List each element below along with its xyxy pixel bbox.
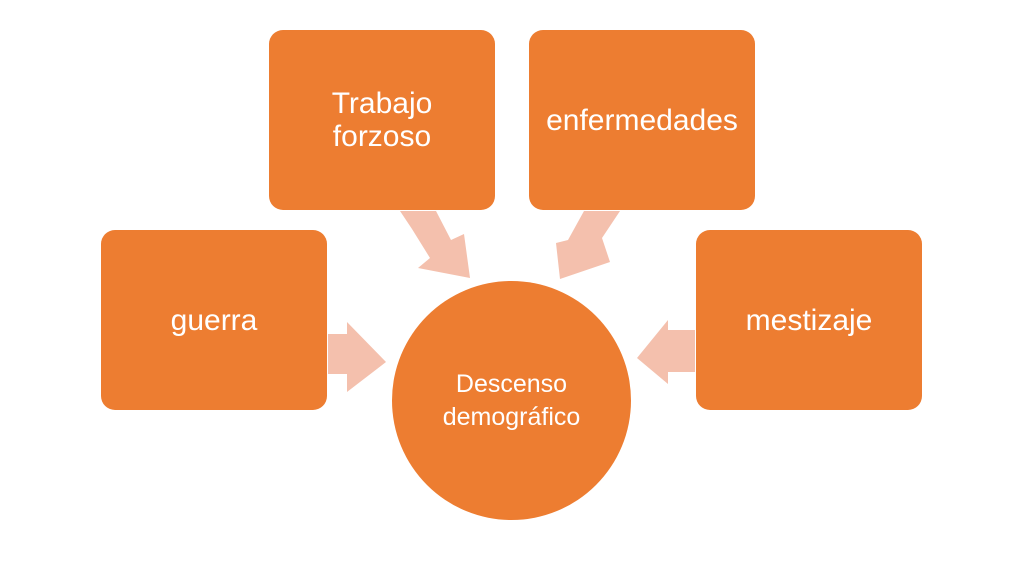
arrow-mestizaje <box>637 320 695 384</box>
center-node-descenso-demografico: Descenso demográfico <box>392 281 631 520</box>
node-mestizaje: mestizaje <box>696 230 922 410</box>
arrow-guerra <box>328 322 386 392</box>
arrow-enfermedades <box>556 211 620 279</box>
node-enfermedades: enfermedades <box>529 30 755 210</box>
node-label-guerra: guerra <box>170 303 258 337</box>
node-guerra: guerra <box>101 230 327 410</box>
node-label-mestizaje: mestizaje <box>745 303 873 337</box>
node-label-trabajo-forzoso: Trabajo forzoso <box>331 87 433 153</box>
center-node-label: Descenso demográfico <box>442 370 581 431</box>
node-label-enfermedades: enfermedades <box>546 103 738 137</box>
arrow-trabajo-forzoso <box>400 211 470 278</box>
node-trabajo-forzoso: Trabajo forzoso <box>269 30 495 210</box>
